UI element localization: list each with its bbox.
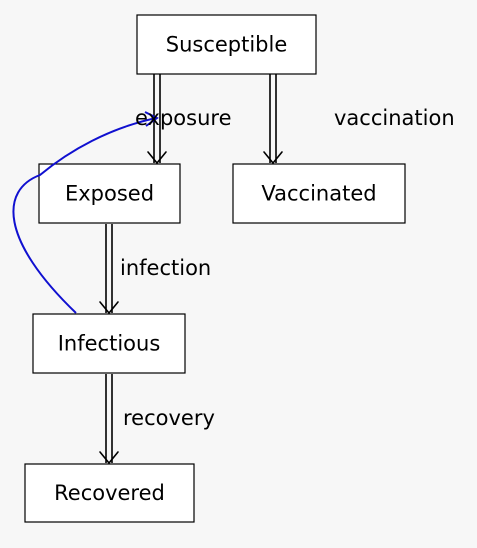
node-vaccinated: Vaccinated xyxy=(232,163,406,224)
node-recovered: Recovered xyxy=(24,463,195,523)
node-susceptible: Susceptible xyxy=(136,14,317,75)
edge-label-infection: infection xyxy=(120,256,211,280)
node-recovered-label: Recovered xyxy=(54,481,165,505)
edge-label-exposure: exposure xyxy=(135,106,232,130)
edge-susceptible-to-vaccinated xyxy=(263,74,283,164)
node-exposed: Exposed xyxy=(38,163,181,224)
node-infectious: Infectious xyxy=(32,313,186,374)
edge-infectious-feedback xyxy=(12,111,159,314)
edge-exposed-to-infectious xyxy=(99,224,119,314)
edge-label-vaccination: vaccination xyxy=(334,106,455,130)
node-exposed-label: Exposed xyxy=(65,182,154,206)
node-vaccinated-label: Vaccinated xyxy=(261,182,376,206)
node-infectious-label: Infectious xyxy=(58,332,161,356)
edge-label-recovery: recovery xyxy=(123,406,215,430)
edge-infectious-to-recovered xyxy=(99,374,119,464)
node-susceptible-label: Susceptible xyxy=(166,33,288,57)
